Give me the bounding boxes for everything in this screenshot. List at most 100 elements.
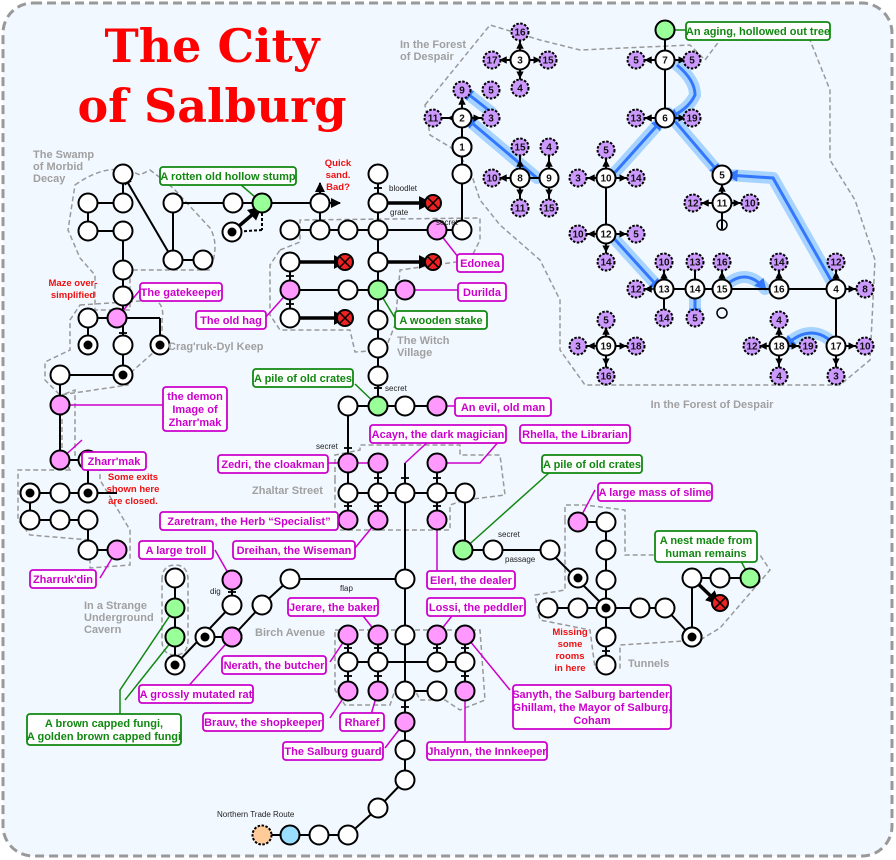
forest-room-10-number: 10: [600, 174, 612, 185]
area-witch-village: The Witch: [397, 335, 450, 347]
forest-ref-12-2: [596, 252, 616, 272]
forest-ref-2-0-number: 9: [459, 86, 465, 97]
room-61: [164, 567, 186, 589]
npc-label-durilda: Durilda: [463, 287, 502, 299]
npc-label-zedri-box: [217, 454, 329, 474]
room-23: [367, 251, 389, 273]
route-arrow-1: [464, 116, 538, 180]
forest-room-3: [509, 49, 531, 71]
forest-ref-10-2: [626, 168, 646, 188]
forest-ref-8-1-number: 10: [486, 174, 498, 185]
closed-room-0-closed-dot: [227, 227, 237, 237]
npc-label-jhalynn-box: [426, 741, 548, 761]
npc-label-jhalynn: Jhalynn, the Innkeeper: [427, 746, 547, 758]
closed-room-4-closed-dot: [25, 488, 35, 498]
closed-room-5-closed-dot: [83, 488, 93, 498]
room-10: [309, 192, 331, 214]
note-maze: Maze over-: [48, 278, 97, 289]
npc-room-12: [367, 509, 389, 531]
forest-ref-9-0: [539, 137, 559, 157]
room-53: [454, 651, 476, 673]
npc-room-24: [221, 626, 243, 648]
route-arrow-5: [725, 169, 838, 290]
map-title-line-2: of Salburg: [78, 79, 347, 133]
loop-icon-1: [716, 307, 728, 319]
trade-route-exit: [251, 824, 273, 846]
room-6: [162, 192, 184, 214]
area-keep: Crag'ruk-Dyl Keep: [168, 341, 264, 353]
npc-label-old-hag: The old hag: [200, 315, 262, 327]
area-swamp: of Morbid: [33, 161, 83, 173]
forest-ref-3-2-number: 15: [542, 56, 554, 67]
npc-label-gatekeeper: The gatekeeper: [141, 287, 222, 299]
item-label-stake-box: [394, 310, 488, 330]
forest-room-1-number: 1: [459, 143, 465, 154]
area-cavern: In a Strange: [84, 600, 147, 612]
forest-room-12-number: 12: [600, 230, 612, 241]
forest-room-7: [654, 49, 676, 71]
forest-ref-14-1: [685, 308, 705, 328]
room-57: [394, 769, 416, 791]
passage-label-grate: grate: [390, 208, 409, 217]
forest-ref-19-3-number: 16: [600, 372, 612, 383]
forest-room-13-number: 13: [658, 285, 670, 296]
room-45: [482, 539, 504, 561]
forest-ref-7-0: [626, 50, 646, 70]
npc-label-jerare-box: [287, 597, 379, 617]
forest-ref-3-0-number: 16: [514, 28, 526, 39]
npc-label-jerare: Jerare, the baker: [289, 602, 378, 614]
forest-ref-8-1: [482, 168, 502, 188]
closed-room-8-closed-dot: [687, 632, 697, 642]
one-way-arrow-7: [124, 176, 174, 261]
room-41: [367, 482, 389, 504]
npc-label-sanyth: Sanyth, the Salburg bartender,: [512, 689, 672, 701]
forest-room-8-number: 8: [517, 174, 523, 185]
forest-outline: [424, 24, 876, 386]
npc-label-slime: A large mass of slime: [599, 487, 712, 499]
area-cavern: Underground: [84, 612, 154, 624]
passage-label-flap: flap: [340, 584, 353, 593]
forest-room-3-number: 3: [517, 56, 523, 67]
room-52: [426, 651, 448, 673]
forest-room-10: [595, 167, 617, 189]
npc-label-zharrmak-box: [81, 451, 147, 471]
room-21: [279, 307, 301, 329]
npc-label-gatekeeper-box: [139, 282, 223, 302]
npc-label-rharef: Rharef: [345, 717, 380, 729]
forest-ref-13-1-number: 12: [630, 285, 642, 296]
npc-label-troll: A large troll: [146, 545, 207, 557]
forest-ref-17-0-number: 10: [859, 342, 871, 353]
room-30: [112, 285, 134, 307]
room-46: [539, 539, 561, 561]
area-swamp: Decay: [33, 173, 66, 185]
blocked-x-icon: [427, 197, 439, 209]
npc-room-9: [367, 452, 389, 474]
npc-label-zharrukdin: Zharruk'din: [33, 574, 93, 586]
forest-ref-19-1-number: 3: [575, 342, 581, 353]
npc-label-rharef-box: [339, 712, 385, 732]
room-11: [279, 219, 301, 241]
forest-ref-15-0-number: 16: [716, 258, 728, 269]
npc-label-lossi: Lossi, the peddler: [429, 602, 524, 614]
room-50: [394, 624, 416, 646]
npc-room-11: [337, 509, 359, 531]
npc-room-17: [367, 624, 389, 646]
forest-room-11: [711, 192, 733, 214]
forest-ref-2-2-number: 11: [428, 114, 439, 125]
forest-ref-4-0-number: 12: [830, 258, 842, 269]
route-arrow-3: [666, 112, 722, 176]
item-label-fungi: A golden brown capped fungi: [27, 731, 181, 743]
forest-room-1: [451, 136, 473, 158]
npc-label-brauv: Brauv, the shopkeeper: [204, 717, 322, 729]
forest-ref-2-1: [481, 80, 501, 100]
item-label-crates-1-box: [252, 368, 354, 388]
item-label-crates-2-box: [541, 454, 643, 474]
room-59: [337, 824, 359, 846]
room-47: [279, 568, 301, 590]
forest-room-5-number: 5: [719, 171, 725, 182]
forest-room-13: [653, 278, 675, 300]
forest-ref-4-1-number: 8: [862, 285, 868, 296]
room-65: [567, 597, 589, 619]
forest-room-6: [654, 107, 676, 129]
